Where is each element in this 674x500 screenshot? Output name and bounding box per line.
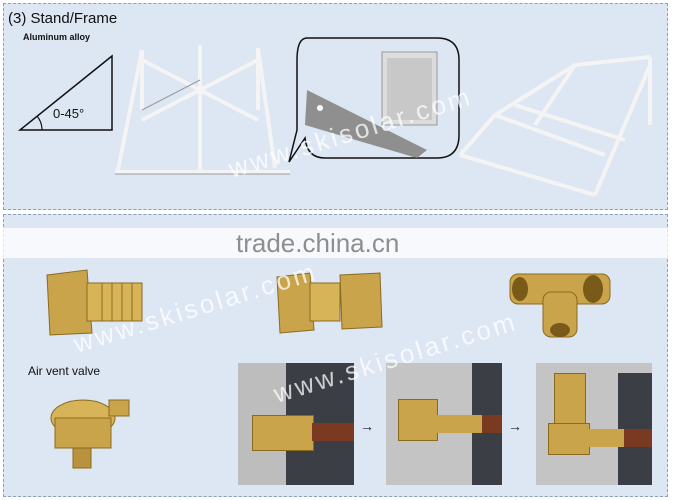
air-vent-valve-icon — [50, 399, 130, 469]
banner-watermark: trade.china.cn — [236, 228, 400, 258]
material-subtitle: Aluminum alloy — [23, 32, 91, 42]
frame-detail-bubble — [288, 37, 460, 163]
frame-front-view — [115, 45, 290, 175]
angle-diagram — [18, 54, 113, 131]
install-photo-step-2 — [386, 363, 502, 485]
air-vent-label: Air vent valve — [28, 364, 101, 378]
install-photo-step-1 — [238, 363, 354, 485]
frame-angled-view — [458, 55, 652, 197]
step-arrow-2: → — [508, 418, 522, 434]
angle-label: 0-45° — [53, 106, 85, 121]
tee-fitting-icon — [509, 273, 611, 338]
compression-fitting-icon — [46, 269, 143, 336]
install-photo-step-3 — [536, 363, 652, 485]
union-fitting-icon — [276, 272, 383, 334]
step-arrow-1: → — [360, 418, 374, 434]
section-title: (3) Stand/Frame — [8, 10, 118, 27]
banner-strip — [0, 228, 674, 258]
